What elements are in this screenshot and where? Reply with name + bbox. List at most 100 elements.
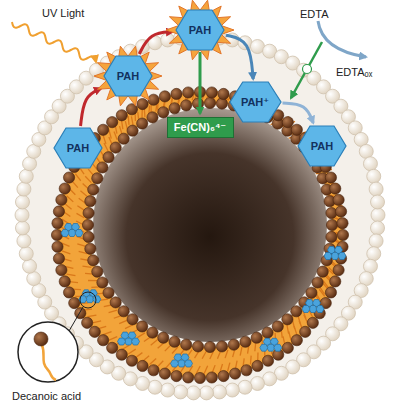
headgroup-bead — [306, 287, 317, 298]
light-label: UV Light — [42, 3, 84, 21]
headgroup-bead — [240, 336, 251, 347]
lipid-tail — [202, 351, 206, 359]
headgroup-bead — [89, 326, 100, 337]
headgroup-bead — [56, 265, 67, 276]
headgroup-bead — [75, 308, 86, 319]
headgroup-bead — [291, 124, 302, 135]
molecule-name: Decanoic acid — [12, 386, 81, 404]
headgroup-bead — [204, 97, 215, 108]
edta-oxidation-arrow — [318, 21, 366, 57]
headgroup-bead — [88, 255, 99, 266]
headgroup-bead — [97, 162, 108, 173]
headgroup-bead — [85, 196, 96, 207]
headgroup-bead — [159, 91, 170, 102]
headgroup-bead — [192, 341, 203, 352]
headgroup-bead — [69, 297, 80, 308]
lipid-tail — [204, 366, 208, 374]
pah-hexagon: PAH — [176, 10, 224, 50]
headgroup-bead — [238, 380, 252, 394]
headgroup-bead — [369, 234, 383, 248]
headgroup-bead — [98, 124, 109, 135]
lipid-tail — [62, 251, 70, 254]
pah-molecule — [274, 344, 282, 351]
headgroup-bead — [116, 349, 127, 360]
headgroup-bead — [206, 87, 217, 98]
lipid-tail — [103, 332, 111, 335]
headgroup-bead — [359, 144, 373, 158]
decanoic-head — [34, 332, 48, 346]
headgroup-bead — [103, 287, 114, 298]
headgroup-bead — [181, 100, 192, 111]
headgroup-bead — [307, 317, 318, 328]
headgroup-bead — [85, 243, 96, 254]
lipid-tail — [82, 266, 91, 267]
headgroup-bead — [137, 118, 148, 129]
headgroup-bead — [367, 169, 381, 183]
headgroup-bead — [291, 306, 302, 317]
transfer-arrow — [139, 32, 173, 54]
inner-headgroups — [51, 86, 348, 383]
headgroup-bead — [333, 194, 344, 205]
headgroup-bead — [92, 173, 103, 184]
headgroup-bead — [171, 370, 182, 381]
leader-line — [69, 307, 83, 331]
headgroup-bead — [59, 183, 70, 194]
headgroup-bead — [52, 241, 63, 252]
headgroup-bead — [282, 117, 293, 128]
headgroup-bead — [241, 365, 252, 376]
hexagon-fill — [176, 10, 224, 50]
headgroup-bead — [330, 276, 341, 287]
headgroup-bead — [250, 376, 264, 390]
headgroup-bead — [171, 88, 182, 99]
molecule-label: PAH — [311, 140, 333, 152]
headgroup-bead — [169, 336, 180, 347]
headgroup-bead — [82, 219, 93, 230]
headgroup-bead — [98, 335, 109, 346]
zoom-spot — [80, 292, 96, 308]
pah-hexagon: PAH⁺ — [230, 82, 281, 122]
transfer-arrow — [226, 35, 253, 79]
reagent-label: EDTA — [300, 4, 329, 22]
headgroup-bead — [206, 372, 217, 383]
headgroup-bead — [118, 306, 129, 317]
headgroup-bead — [147, 112, 158, 123]
headgroup-bead — [326, 219, 337, 230]
headgroup-bead — [218, 88, 229, 99]
magnifier-circle — [18, 322, 78, 382]
headgroup-bead — [159, 368, 170, 379]
ion-box: Fe(CN)₆⁴⁻ — [167, 117, 234, 138]
lipid-tail — [67, 196, 74, 202]
excitation-star — [94, 46, 162, 106]
headgroup-bead — [228, 339, 239, 350]
lipid-tail — [287, 325, 289, 334]
lipid-tail — [77, 244, 86, 247]
headgroup-bead — [51, 229, 62, 240]
headgroup-bead — [363, 157, 377, 171]
headgroup-bead — [63, 287, 74, 298]
headgroup-bead — [158, 332, 169, 343]
molecule-label: PAH — [189, 24, 211, 36]
lipid-tail — [65, 204, 72, 210]
headgroup-bead — [326, 231, 337, 242]
pah-molecule — [324, 253, 332, 260]
headgroup-bead — [262, 327, 273, 338]
headgroup-bead — [23, 157, 37, 171]
headgroup-bead — [92, 266, 103, 277]
headgroup-bead — [103, 152, 114, 163]
headgroup-bead — [251, 332, 262, 343]
lipid-tail — [122, 120, 123, 129]
hexagon-fill — [54, 128, 102, 168]
pah-molecule — [132, 338, 140, 345]
lipid-tail — [157, 361, 163, 367]
headgroup-bead — [186, 386, 200, 400]
headgroup-bead — [52, 218, 63, 229]
headgroup-bead — [148, 365, 159, 376]
headgroup-bead — [148, 380, 162, 394]
headgroup-bead — [15, 208, 29, 222]
headgroup-bead — [252, 360, 263, 371]
lipid-tail — [119, 320, 127, 323]
headgroup-bead — [174, 385, 188, 399]
headgroup-bead — [300, 326, 311, 337]
headgroup-bead — [19, 247, 33, 261]
headgroup-bead — [183, 87, 194, 98]
